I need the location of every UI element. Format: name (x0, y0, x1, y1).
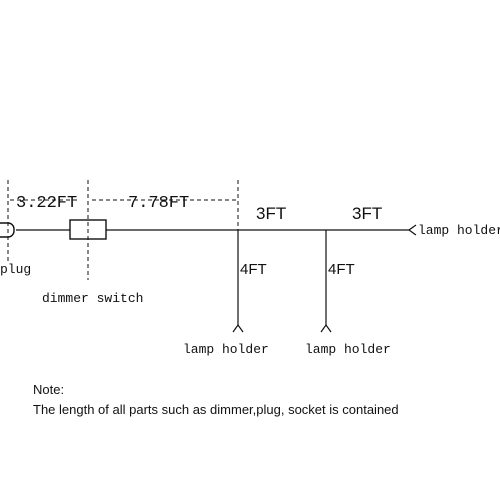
label-dimmer-to-split: 7.78FT (128, 194, 189, 213)
label-split-to-second: 3FT (256, 204, 286, 223)
label-plug-to-dimmer: 3.22FT (16, 194, 77, 213)
label-drop-one-lamp-holder: lamp holder (183, 342, 269, 357)
label-drop-two: 4FT (328, 261, 355, 278)
label-end-lamp-holder: lamp holder (418, 223, 500, 238)
label-drop-two-lamp-holder: lamp holder (305, 342, 391, 357)
drop-one-lamp-holder-marker (232, 323, 244, 333)
note-text: The length of all parts such as dimmer,p… (33, 402, 399, 417)
label-dimmer-switch: dimmer switch (42, 291, 143, 306)
label-drop-one: 4FT (240, 261, 267, 278)
drop-two-lamp-holder-marker (320, 323, 332, 333)
note-title: Note: (33, 382, 64, 397)
plug-shape (0, 222, 15, 238)
label-second-to-end: 3FT (352, 204, 382, 223)
end-lamp-holder-marker (407, 224, 417, 236)
label-plug: plug (0, 262, 31, 277)
